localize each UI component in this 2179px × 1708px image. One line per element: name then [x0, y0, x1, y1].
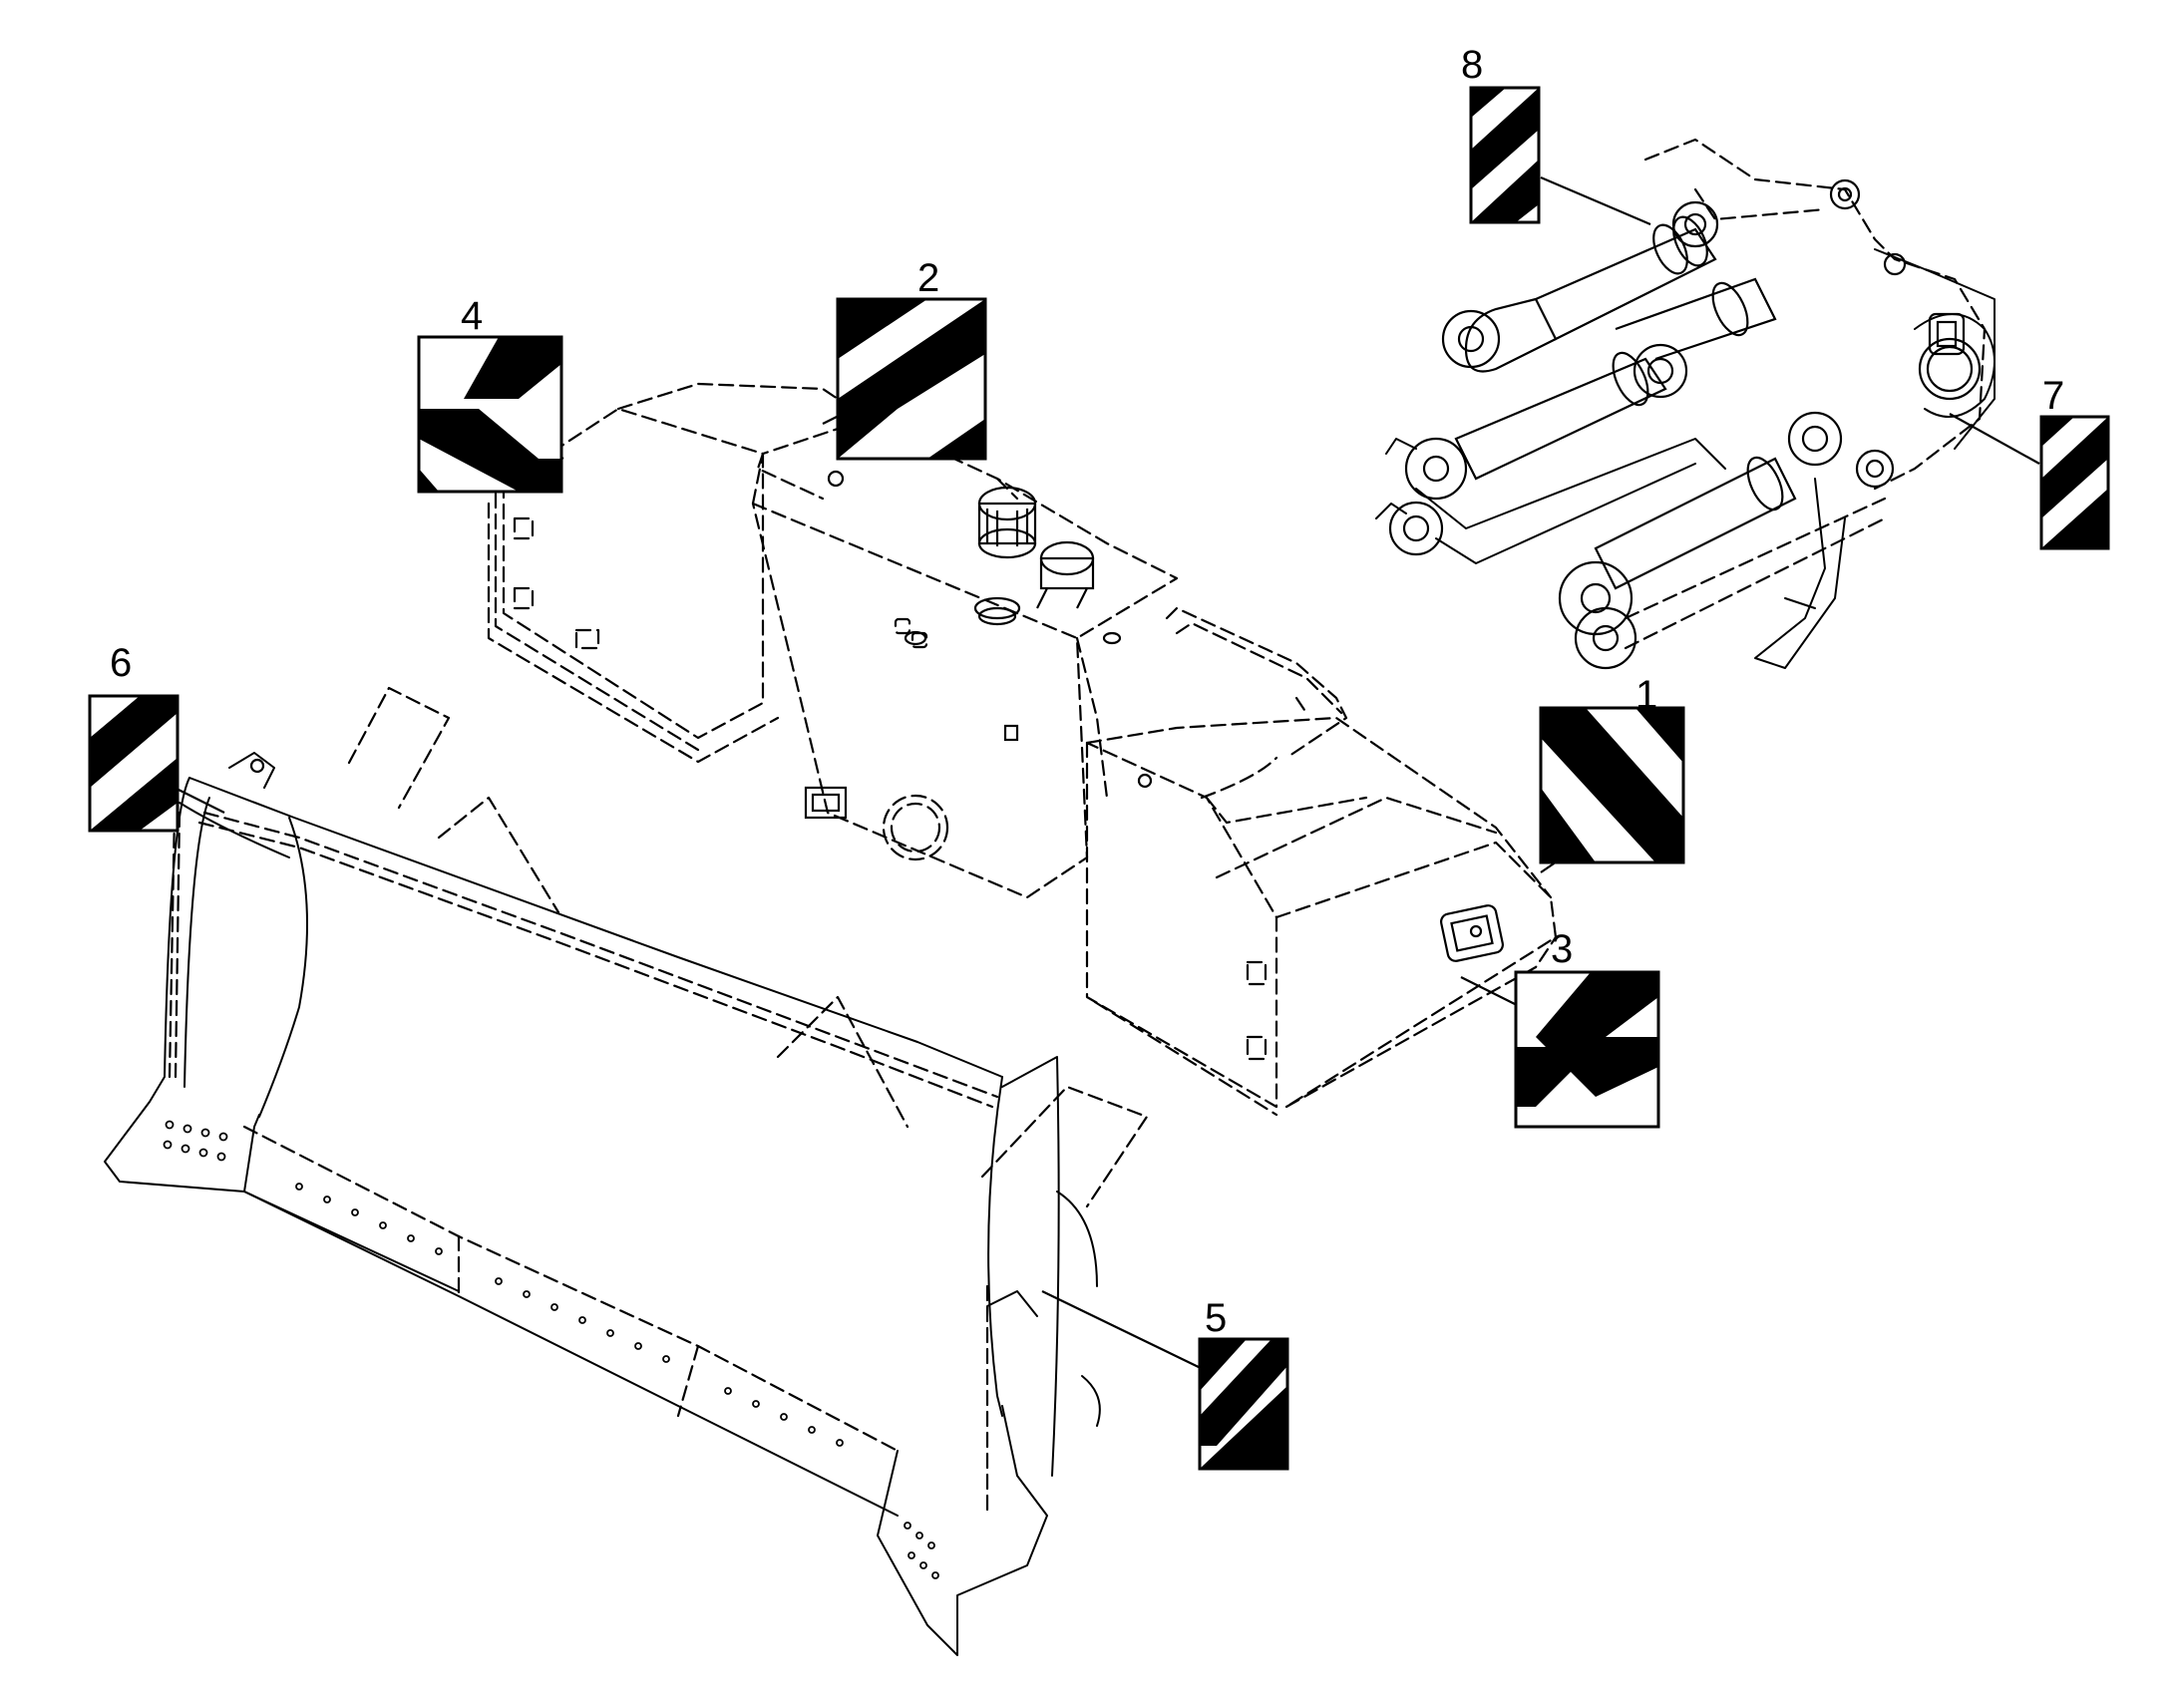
ripper-assembly [1375, 138, 1996, 670]
callout-6: 6 [110, 641, 132, 685]
hydraulic-tank [751, 417, 1348, 899]
callout-8: 8 [1461, 43, 1483, 87]
right-fender-box [1085, 716, 1558, 1117]
decal-6 [88, 694, 180, 833]
decal-8 [1469, 86, 1541, 224]
ripper-cylinder-upper [1441, 200, 1719, 373]
callout-5: 5 [1205, 1296, 1227, 1340]
decal-3 [1514, 970, 1660, 1129]
callout-4: 4 [461, 294, 483, 338]
ripper-cylinder-middle [1404, 277, 1777, 501]
decal-7 [2039, 415, 2110, 550]
filler-cap [904, 486, 1122, 646]
decal-4 [417, 335, 563, 494]
blade-bolt-holes [163, 1120, 939, 1579]
leader-8 [1540, 175, 1651, 226]
ripper-cylinder-lower [1558, 411, 1843, 636]
callout-3: 3 [1551, 927, 1573, 971]
leader-7 [1949, 413, 2040, 465]
decal-1 [1539, 706, 1685, 864]
decal-2 [836, 297, 987, 461]
decal-5 [1198, 1337, 1289, 1471]
dozer-blade [104, 686, 1149, 1656]
callout-1: 1 [1635, 673, 1657, 717]
leader-5 [1041, 1290, 1208, 1372]
callout-2: 2 [917, 256, 939, 300]
callout-7: 7 [2042, 374, 2064, 418]
